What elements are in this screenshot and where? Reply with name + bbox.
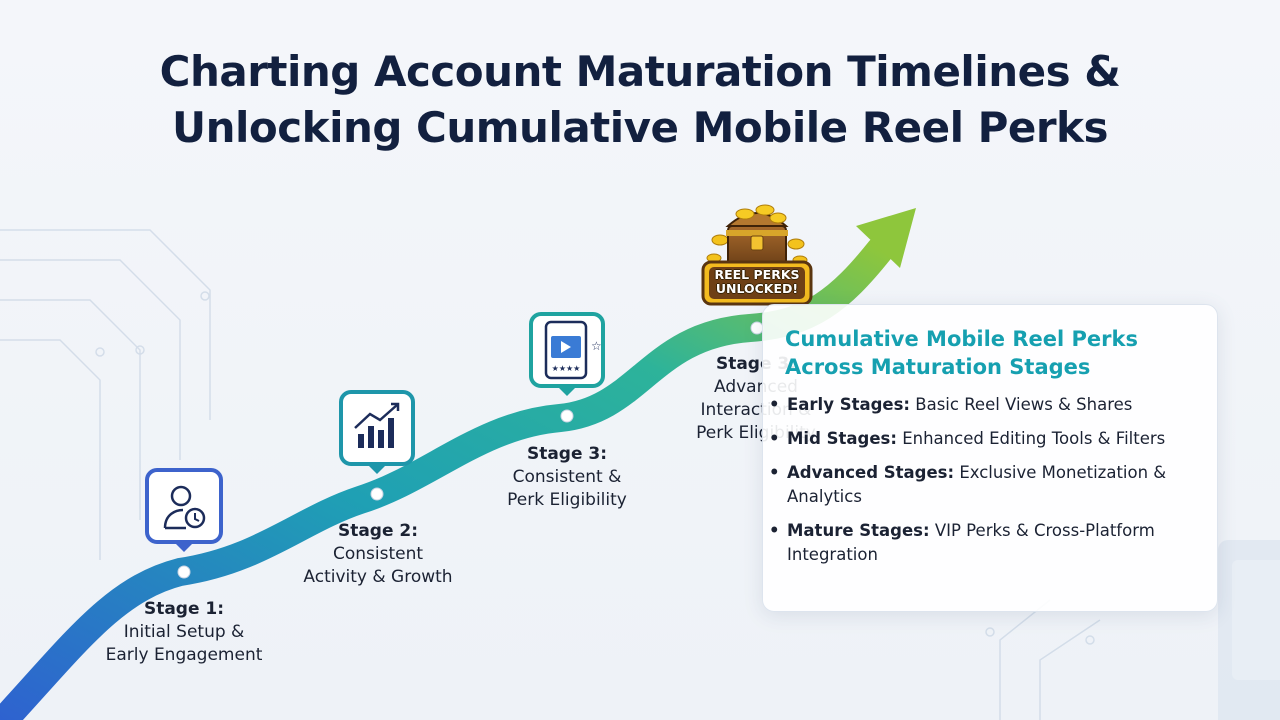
stage-3-label: Stage 3: Consistent & Perk Eligibility [467, 443, 667, 512]
perk-stage: Early Stages: [787, 395, 911, 414]
perk-text: Enhanced Editing Tools & Filters [896, 429, 1166, 448]
svg-text:☆: ☆ [591, 339, 602, 353]
badge-line-1: REEL PERKS [714, 267, 800, 282]
perk-item: Early Stages: Basic Reel Views & Shares [769, 393, 1193, 417]
stage-1-dot [177, 565, 191, 579]
panel-title-line-1: Cumulative Mobile Reel Perks [785, 327, 1138, 351]
title-line-1: Charting Account Maturation Timelines & [159, 47, 1121, 96]
perk-text: VIP Perks & Cross-Platform Integration [787, 521, 1155, 564]
stage-node-dots [177, 321, 764, 579]
treasure-chest-icon [706, 204, 808, 267]
perks-panel: Cumulative Mobile Reel Perks Across Matu… [762, 304, 1218, 612]
panel-title: Cumulative Mobile Reel Perks Across Matu… [708, 325, 1193, 381]
perk-stage: Mature Stages: [787, 521, 930, 540]
perk-stage: Mid Stages: [787, 429, 897, 448]
user-clock-icon [145, 468, 223, 552]
reel-perks-badge-text: REEL PERKS UNLOCKED! [706, 268, 808, 302]
stage-desc-line: Perk Eligibility [507, 490, 627, 510]
badge-line-2: UNLOCKED! [715, 281, 799, 296]
perk-item: Mid Stages: Enhanced Editing Tools & Fil… [769, 427, 1193, 451]
timeline-arrowhead [856, 208, 916, 268]
stage-2-dot [370, 487, 384, 501]
title-line-2: Unlocking Cumulative Mobile Reel Perks [171, 103, 1109, 152]
stage-2-label: Stage 2: Consistent Activity & Growth [278, 520, 478, 589]
panel-title-line-2: Across Maturation Stages [785, 355, 1091, 379]
perk-list: Early Stages: Basic Reel Views & Shares … [769, 393, 1193, 567]
reel-perks-badge [701, 260, 813, 306]
perk-item: Advanced Stages: Exclusive Monetization … [769, 461, 1193, 509]
growth-chart-icon [339, 390, 415, 474]
svg-text:★★★★: ★★★★ [552, 364, 581, 373]
perk-item: Mature Stages: VIP Perks & Cross-Platfor… [769, 519, 1193, 567]
background-device-shape [1218, 540, 1280, 720]
stage-desc-line: Consistent & [512, 467, 622, 487]
circuit-decoration [0, 229, 1101, 720]
perk-text: Exclusive Monetization & Analytics [787, 463, 1167, 506]
page-title: Charting Account Maturation Timelines & … [0, 44, 1280, 156]
stage-desc-line: Consistent [332, 544, 424, 564]
perk-stage: Advanced Stages: [787, 463, 955, 482]
stage-desc-line: Initial Setup & [123, 622, 245, 642]
perk-text: Basic Reel Views & Shares [910, 395, 1133, 414]
mobile-reel-icon: ★★★★ ☆ [529, 312, 605, 396]
stage-desc-line: Activity & Growth [303, 567, 453, 587]
stage-name: Stage 3: [526, 444, 608, 464]
stage-3-dot [560, 409, 574, 423]
stage-1-label: Stage 1: Initial Setup & Early Engagemen… [84, 598, 284, 667]
stage-name: Stage 2: [337, 521, 419, 541]
timeline-path [0, 236, 894, 720]
stage-name: Stage 1: [143, 599, 225, 619]
stage-desc-line: Early Engagement [105, 645, 263, 665]
